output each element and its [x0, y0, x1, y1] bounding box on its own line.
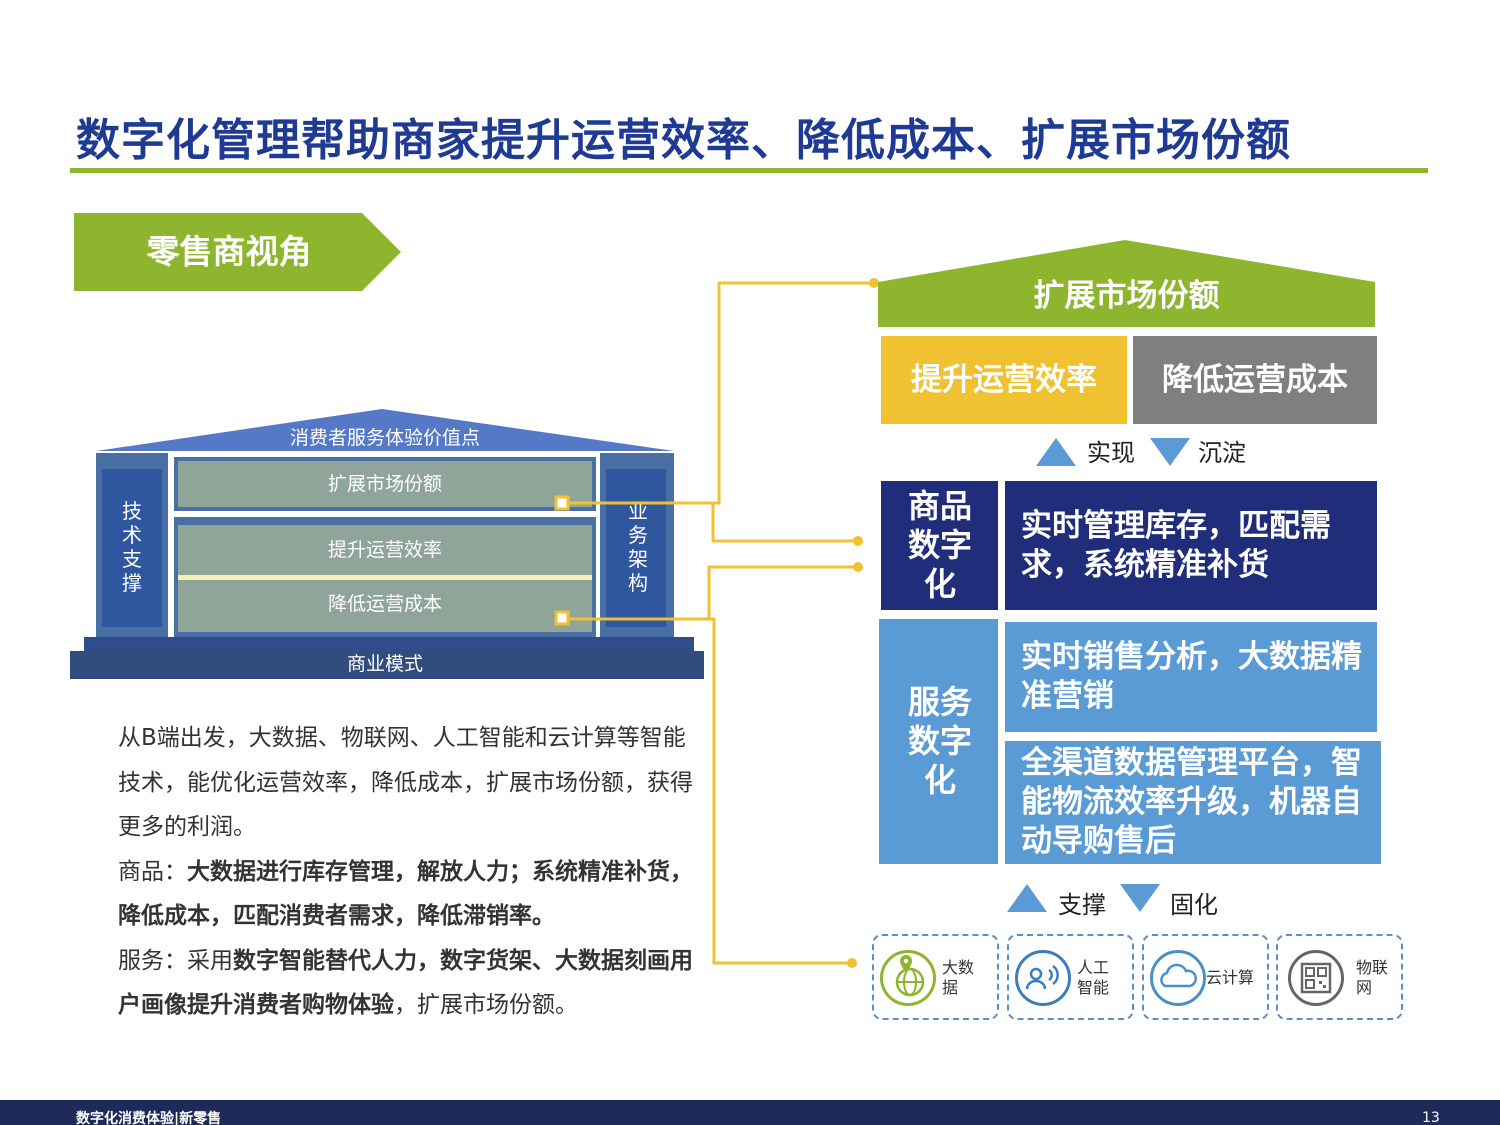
goods-digital-cell-text: 实时管理库存，匹配需求，系统精准补货	[1021, 508, 1331, 583]
triangle-up-icon	[1007, 884, 1047, 912]
cost-tile: 降低运营成本	[1133, 336, 1377, 424]
service-digital-header-label: 服务数字化	[907, 683, 972, 799]
temple-base-label: 商业模式	[346, 653, 423, 675]
connector-lines	[554, 278, 879, 968]
goods-digital-header: 商品数字化	[881, 481, 998, 610]
service-prefix: 服务：采用	[118, 947, 233, 974]
right-roof-label: 扩展市场份额	[1033, 278, 1220, 314]
solidify-label: 固化	[1170, 891, 1218, 919]
triangle-down-icon	[1150, 438, 1190, 466]
title-underline	[70, 168, 1428, 173]
tech-big-data-label: 大数据	[942, 958, 975, 997]
goods-digital-cell: 实时管理库存，匹配需求，系统精准补货	[1005, 481, 1377, 610]
goods-digital-header-label: 商品数字化	[907, 487, 972, 603]
service-digital-header: 服务数字化	[879, 619, 998, 864]
efficiency-tile: 提升运营效率	[881, 336, 1127, 424]
temple-structure	[70, 409, 704, 679]
page-title: 数字化管理帮助商家提升运营效率、降低成本、扩展市场份额	[76, 115, 1291, 166]
temple-diagram: 消费者服务体验价值点 技术支撑 业务架构 扩展市场份额 提升运营效率 降低运营成…	[70, 405, 704, 680]
band-efficiency: 提升运营效率	[174, 521, 596, 577]
realize-label: 实现	[1087, 439, 1135, 467]
tech-cloud-label: 云计算	[1206, 968, 1255, 987]
tech-iot-label: 物联网	[1356, 958, 1389, 997]
band-divider	[178, 575, 592, 580]
goods-prefix: 商品：	[118, 858, 187, 885]
tech-ai: 人工智能	[1007, 934, 1134, 1020]
band-cost: 降低运营成本	[174, 580, 596, 636]
section-tag-label: 零售商视角	[146, 232, 312, 271]
section-tag: 零售商视角	[74, 213, 402, 291]
ai-person-icon	[1015, 950, 1071, 1006]
page-number: 13	[1422, 1110, 1440, 1125]
right-roof-shape	[878, 240, 1375, 327]
tech-cloud: 云计算	[1142, 934, 1269, 1020]
band-market-share: 扩展市场份额	[174, 457, 596, 511]
tech-ai-label: 人工智能	[1077, 958, 1110, 997]
service-cell-omnichannel: 全渠道数据管理平台，智能物流效率升级，机器自动导购售后	[1005, 741, 1381, 864]
service-suffix: ，扩展市场份额。	[394, 992, 578, 1018]
left-pillar-label: 技术支撑	[122, 499, 142, 595]
service-cell-analytics: 实时销售分析，大数据精准营销	[1005, 622, 1377, 732]
triangle-down-icon	[1120, 884, 1160, 912]
temple-roof-label: 消费者服务体验价值点	[289, 427, 480, 449]
footer-bar	[0, 1100, 1500, 1125]
footer-text: 数字化消费体验|新零售	[76, 1111, 222, 1125]
intro-paragraph: 从B端出发，大数据、物联网、人工智能和云计算等智能技术，能优化运营效率，降低成本…	[118, 725, 693, 840]
goods-strong-text: 大数据进行库存管理，解放人力；系统精准补货，降低成本，匹配消费者需求，降低滞销率…	[118, 858, 693, 930]
globe-pin-icon	[880, 950, 936, 1006]
settle-label: 沉淀	[1198, 439, 1246, 467]
support-label: 支撑	[1058, 891, 1106, 919]
right-pillar-label: 业务架构	[628, 499, 648, 595]
tech-iot: 物联网	[1276, 934, 1403, 1020]
service-strong-text: 数字智能替代人力，数字货架、大数据刻画用户画像提升消费者购物体验	[118, 947, 693, 1019]
service-cell-analytics-text: 实时销售分析，大数据精准营销	[1021, 639, 1362, 714]
tech-big-data: 大数据	[872, 934, 999, 1020]
service-cell-omnichannel-text: 全渠道数据管理平台，智能物流效率升级，机器自动导购售后	[1021, 745, 1362, 859]
description-text: 从B端出发，大数据、物联网、人工智能和云计算等智能技术，能优化运营效率，降低成本…	[118, 716, 698, 1028]
section-tag-arrow-shape	[74, 213, 401, 291]
triangle-up-icon	[1036, 438, 1076, 466]
qr-chip-icon	[1288, 950, 1344, 1006]
cloud-icon	[1150, 950, 1206, 1006]
